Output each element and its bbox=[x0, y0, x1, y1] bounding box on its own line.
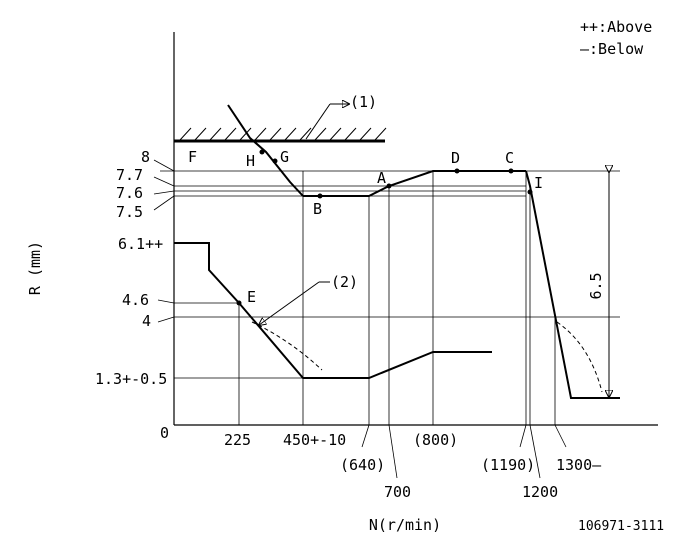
point-C-label: C bbox=[505, 149, 514, 167]
dashed-curve-2-right bbox=[556, 321, 603, 393]
y-axis-label: R (mm) bbox=[26, 241, 44, 295]
leader-4 bbox=[157, 316, 175, 323]
callout-2-leader bbox=[259, 281, 320, 325]
point-F-label: F bbox=[188, 148, 197, 166]
point-C-marker bbox=[508, 168, 514, 174]
point-E-marker bbox=[236, 300, 242, 306]
point-I-marker bbox=[527, 189, 533, 195]
leader-7-7 bbox=[153, 176, 175, 187]
lower-curve bbox=[174, 242, 492, 379]
upper-curve-G-B bbox=[227, 104, 304, 197]
xleader-700 bbox=[388, 424, 398, 479]
point-G-marker bbox=[272, 158, 278, 164]
x-tick-1200: 1200 bbox=[522, 483, 558, 501]
leader-7-5 bbox=[153, 195, 175, 211]
y-tick-4: 4 bbox=[142, 312, 151, 330]
y-tick-4-6: 4.6 bbox=[122, 291, 149, 309]
y-tick-6-1: 6.1++ bbox=[118, 235, 163, 253]
callout-2-label: (2) bbox=[331, 273, 358, 291]
callout-1-label: (1) bbox=[350, 93, 377, 111]
point-G-label: G bbox=[280, 148, 289, 166]
point-H-marker bbox=[259, 149, 265, 155]
point-B-label: B bbox=[313, 200, 322, 218]
x-tick-225: 225 bbox=[224, 431, 251, 449]
leader-4-6 bbox=[157, 299, 175, 304]
x-tick-800: (800) bbox=[413, 431, 458, 449]
right-drop-curve bbox=[525, 170, 620, 399]
point-I-label: I bbox=[534, 174, 543, 192]
point-A-label: A bbox=[377, 169, 386, 187]
point-E-label: E bbox=[247, 288, 256, 306]
x-tick-1190: (1190) bbox=[481, 456, 535, 474]
upper-curve-B-A-D-C bbox=[303, 170, 526, 197]
part-number: 106971-3111 bbox=[578, 519, 664, 534]
leader-8 bbox=[153, 159, 175, 172]
y-tick-8: 8 bbox=[141, 148, 150, 166]
x-tick-700: 700 bbox=[384, 483, 411, 501]
y-tick-7-7: 7.7 bbox=[116, 166, 143, 184]
x-tick-450: 450+-10 bbox=[283, 431, 346, 449]
point-A-marker bbox=[386, 183, 392, 189]
x-axis-label: N(r/min) bbox=[369, 516, 441, 534]
stopper-hatching bbox=[179, 127, 387, 141]
y-tick-7-5: 7.5 bbox=[116, 203, 143, 221]
y-tick-1-3: 1.3+-0.5 bbox=[95, 370, 167, 388]
x-tick-640: (640) bbox=[340, 456, 385, 474]
xleader-640 bbox=[361, 424, 370, 448]
xleader-1190 bbox=[519, 424, 527, 448]
legend-above: ++:Above bbox=[580, 18, 652, 36]
y-tick-7-6: 7.6 bbox=[116, 184, 143, 202]
point-H-label: H bbox=[246, 152, 255, 170]
legend-below: —:Below bbox=[580, 40, 644, 58]
leader-7-6 bbox=[153, 190, 175, 195]
xleader-1200 bbox=[529, 424, 541, 479]
point-D-label: D bbox=[451, 149, 460, 167]
point-B-marker bbox=[317, 193, 323, 199]
origin-label: 0 bbox=[160, 424, 169, 442]
point-D-marker bbox=[454, 168, 460, 174]
x-tick-1300: 1300— bbox=[556, 456, 602, 474]
callout-1-leader bbox=[305, 103, 331, 140]
xleader-1300 bbox=[554, 424, 567, 448]
dimension-label: 6.5 bbox=[587, 272, 605, 299]
